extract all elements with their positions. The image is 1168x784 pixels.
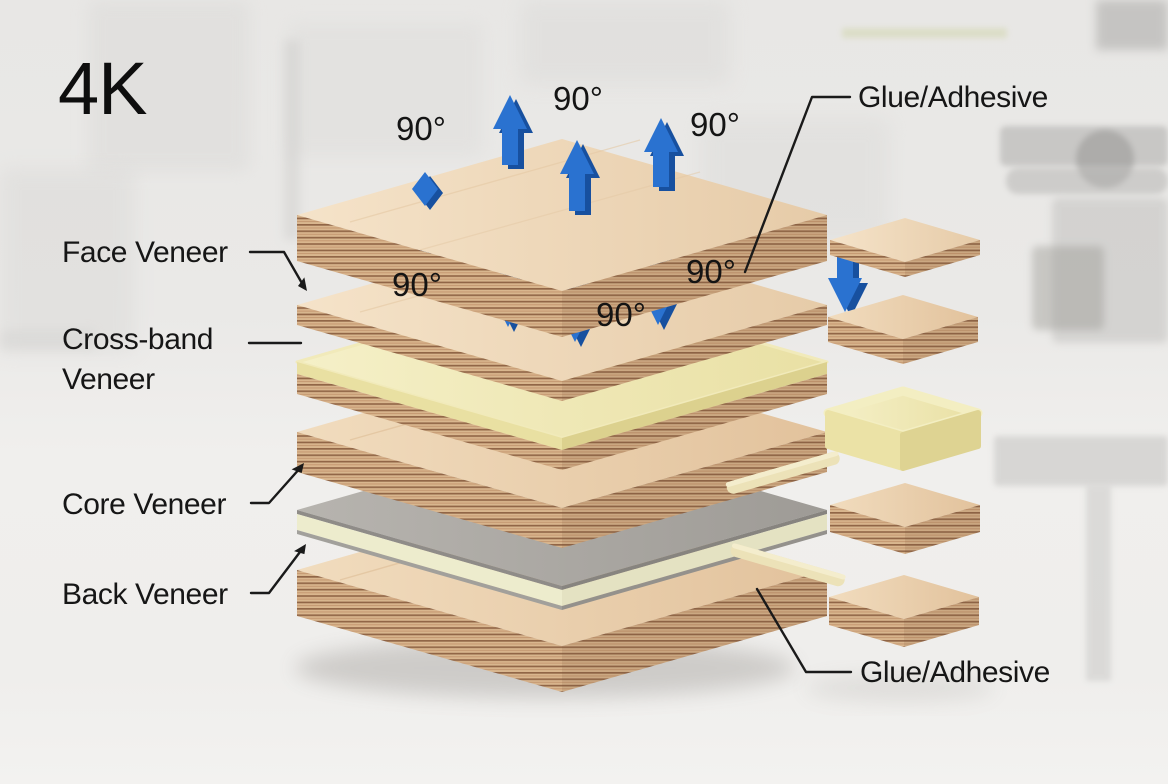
- up-arrow-icon: [560, 140, 600, 215]
- leader-back-veneer: [249, 546, 305, 595]
- leader-glue-bottom: [755, 587, 853, 674]
- block-plywood-3: [830, 483, 980, 554]
- rotation-label-top-left: 90°: [396, 110, 446, 147]
- block-plywood-1: [830, 218, 980, 277]
- label-cross-band-veneer: Cross-band Veneer: [62, 320, 213, 400]
- rotation-label-mid-right: 90°: [686, 253, 736, 290]
- rotation-label-top-right: 90°: [690, 106, 740, 143]
- leader-core-veneer: [249, 465, 303, 505]
- rotation-label-mid-center: 90°: [596, 296, 646, 333]
- label-back-veneer: Back Veneer: [62, 578, 228, 611]
- leader-arrowhead: [297, 277, 307, 291]
- label-glue-adhesive-bottom: Glue/Adhesive: [860, 656, 1050, 689]
- block-plywood-4: [829, 575, 979, 647]
- resolution-badge: 4K: [58, 47, 148, 130]
- label-face-veneer: Face Veneer: [62, 236, 228, 269]
- block-glue: [823, 386, 983, 471]
- label-core-veneer: Core Veneer: [62, 488, 227, 521]
- glue-rod-bottom: [730, 543, 846, 587]
- up-arrow-icon: [644, 118, 684, 191]
- rotation-label-top-middle: 90°: [553, 80, 603, 117]
- label-cross-band-line2: Veneer: [62, 363, 155, 396]
- glue-rod-top: [725, 451, 840, 494]
- down-arrow-icon: [828, 248, 868, 317]
- grain-diamond-icon: [412, 172, 443, 210]
- leader-arrowhead: [291, 463, 304, 474]
- grain-arrows-up: [412, 95, 684, 215]
- leader-glue-top: [743, 95, 852, 274]
- leader-arrowhead: [294, 544, 306, 555]
- label-glue-adhesive-top: Glue/Adhesive: [858, 81, 1048, 114]
- rotation-label-mid-left: 90°: [392, 266, 442, 303]
- up-arrow-icon: [493, 95, 533, 169]
- label-cross-band-line1: Cross-band: [62, 323, 214, 356]
- leader-face-veneer: [248, 250, 305, 287]
- block-plywood-2: [828, 295, 978, 364]
- blocks-floor-shadow: [805, 674, 995, 702]
